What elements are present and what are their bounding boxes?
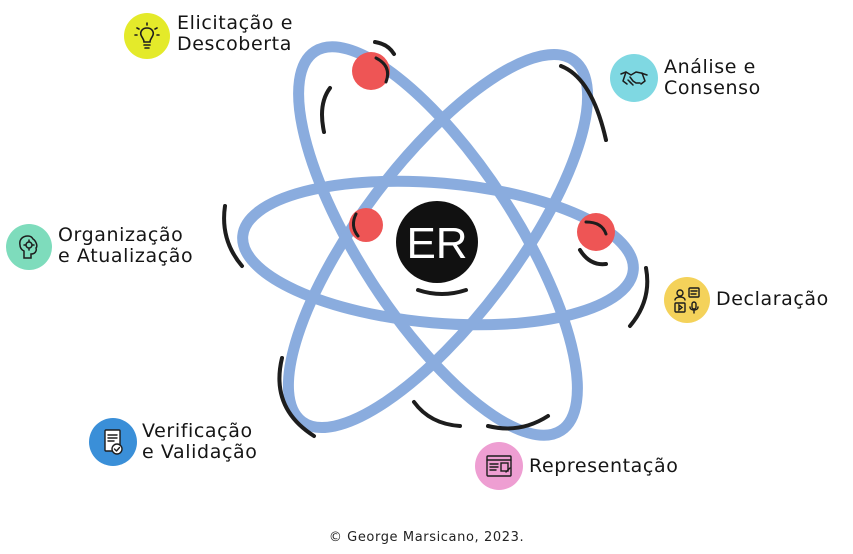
electron-arc bbox=[351, 212, 360, 238]
elicitacao-line1: Elicitação e bbox=[177, 12, 294, 34]
brain-gear-icon bbox=[6, 224, 52, 270]
analise-line2: Consenso bbox=[664, 77, 761, 99]
stage-label-declaracao: Declaração bbox=[716, 289, 829, 310]
stage-label-organizacao: Organização e Atualização bbox=[58, 225, 193, 267]
organizacao-line1: Organização bbox=[58, 224, 184, 246]
orbit-right-tilt bbox=[282, 49, 594, 433]
electron bbox=[577, 213, 615, 251]
speech-media-icon bbox=[664, 277, 710, 323]
motion-stroke bbox=[559, 64, 608, 142]
representacao-line1: Representação bbox=[529, 455, 679, 477]
copyright-footer: © George Marsicano, 2023. bbox=[0, 530, 853, 545]
stage-label-verificacao: Verificação e Validação bbox=[142, 421, 257, 463]
motion-stroke bbox=[628, 266, 650, 328]
verificacao-line1: Verificação bbox=[142, 420, 253, 442]
verificacao-line2: e Validação bbox=[142, 441, 258, 463]
stage-label-analise: Análise e Consenso bbox=[664, 57, 761, 99]
motion-stroke bbox=[277, 356, 316, 438]
organizacao-line2: e Atualização bbox=[58, 245, 194, 267]
orbit-horizontal bbox=[237, 175, 639, 331]
motion-stroke bbox=[416, 288, 468, 296]
document-check-icon bbox=[89, 418, 137, 466]
motion-stroke bbox=[222, 204, 244, 268]
browser-window-icon bbox=[475, 442, 523, 490]
copyright-symbol: © bbox=[328, 530, 343, 545]
electron-arc bbox=[584, 220, 608, 236]
stage-label-representacao: Representação bbox=[529, 456, 678, 477]
electron-arc bbox=[374, 56, 390, 84]
analise-line1: Análise e bbox=[664, 56, 756, 78]
nucleus-label: ER bbox=[406, 219, 467, 268]
copyright-text: George Marsicano, 2023. bbox=[347, 530, 525, 545]
motion-stroke bbox=[412, 400, 462, 428]
motion-stroke bbox=[578, 248, 608, 267]
elicitacao-line2: Descoberta bbox=[177, 33, 292, 55]
motion-stroke bbox=[320, 86, 332, 134]
motion-stroke bbox=[373, 40, 396, 56]
handshake-icon bbox=[610, 54, 658, 102]
orbit-left-tilt bbox=[293, 41, 583, 441]
nucleus bbox=[396, 201, 478, 283]
declaracao-line1: Declaração bbox=[716, 288, 829, 310]
stage-label-elicitacao: Elicitação e Descoberta bbox=[177, 13, 293, 55]
motion-stroke bbox=[486, 414, 550, 431]
electron bbox=[352, 52, 390, 90]
lightbulb-icon bbox=[124, 13, 170, 59]
